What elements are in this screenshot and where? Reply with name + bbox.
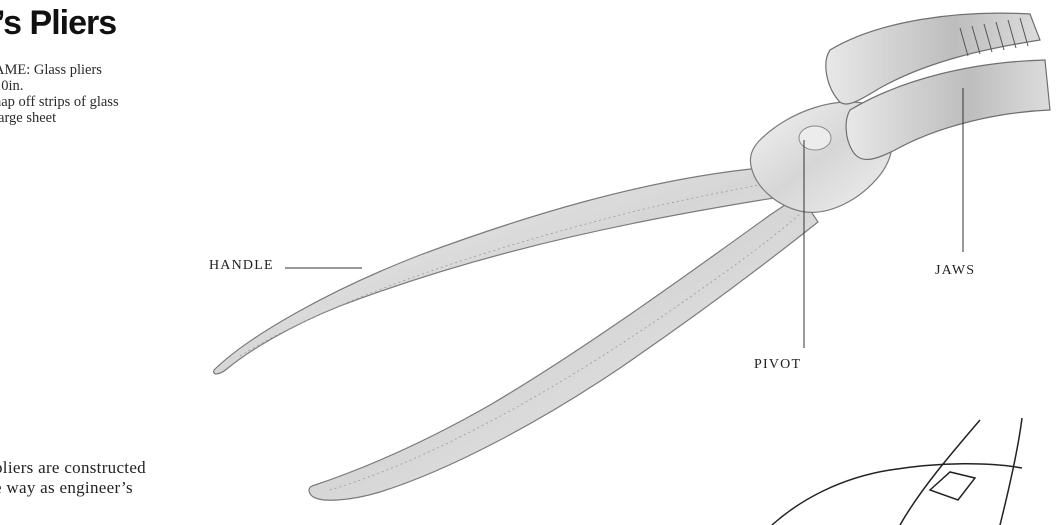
tool-info: AME: Glass pliers 10in. nap off strips o… [0, 62, 119, 126]
page-title: ’s Pliers [0, 6, 116, 40]
description-line: pliers are constructed [0, 458, 146, 478]
description-text: pliers are constructed e way as engineer… [0, 458, 146, 498]
jaws-label: JAWS [935, 263, 975, 279]
partial-sketch [772, 418, 1022, 525]
info-line: 10in. [0, 78, 119, 94]
info-line: AME: Glass pliers [0, 62, 119, 78]
lower-handle [309, 195, 818, 500]
description-line: e way as engineer’s [0, 478, 146, 498]
info-line: nap off strips of glass [0, 94, 119, 110]
info-line: large sheet [0, 110, 119, 126]
handle-label: HANDLE [209, 258, 274, 274]
pivot-label: PIVOT [754, 357, 801, 373]
